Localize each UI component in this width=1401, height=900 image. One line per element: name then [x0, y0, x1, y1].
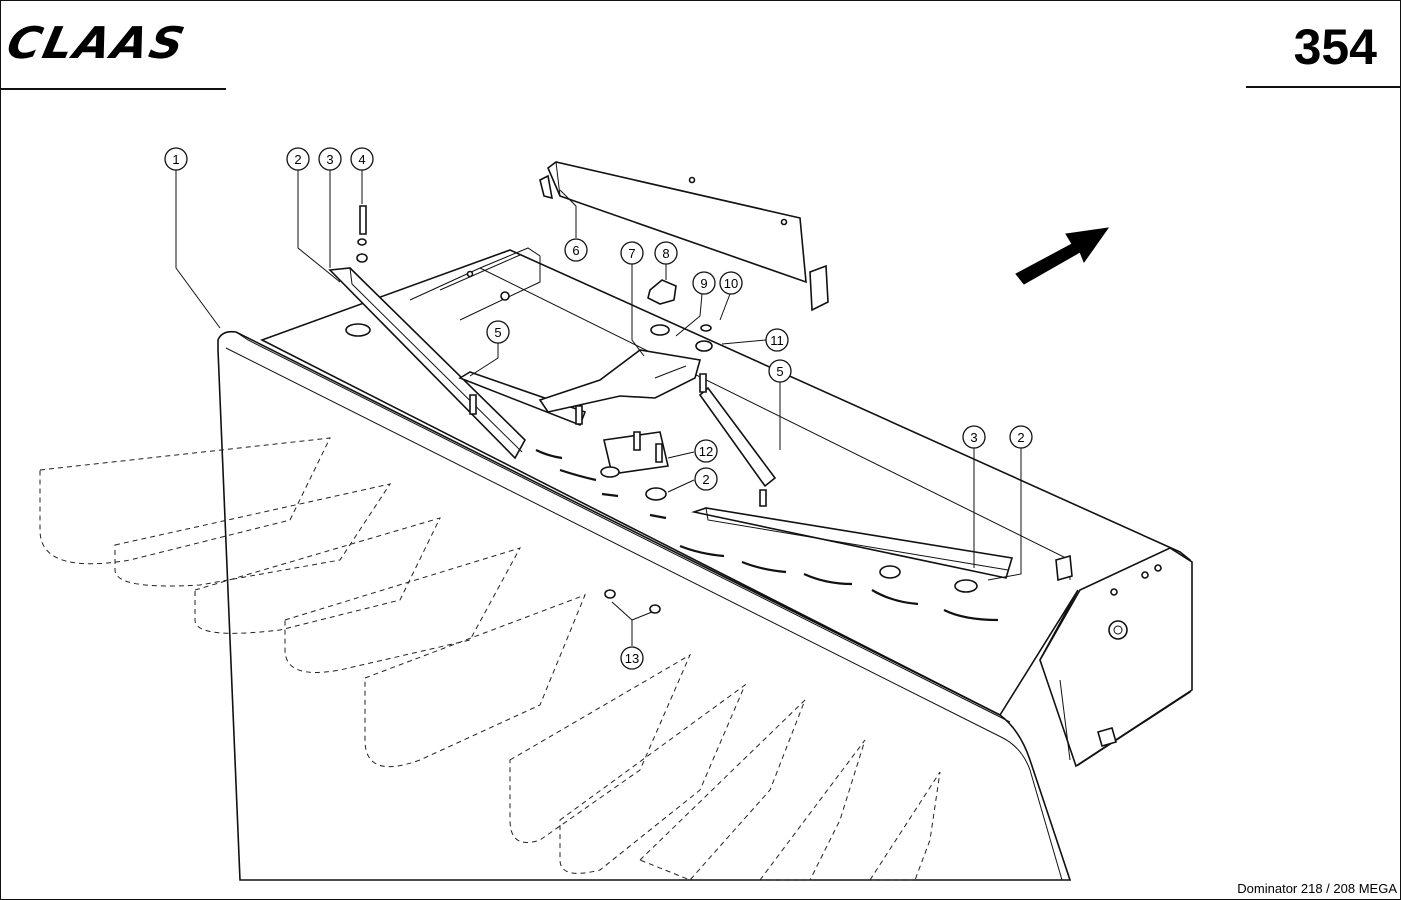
- callout-5-left: 5: [486, 320, 510, 344]
- callout-12: 12: [694, 439, 718, 463]
- svg-text:5: 5: [494, 325, 501, 340]
- chute-housing: [217, 247, 1193, 881]
- svg-text:2: 2: [702, 472, 709, 487]
- svg-text:2: 2: [1017, 430, 1024, 445]
- page-number: 354: [1293, 19, 1377, 75]
- leader-lines: [175, 170, 1022, 646]
- support-strut-left: [458, 371, 587, 427]
- callout-2-center: 2: [694, 467, 718, 491]
- callout-3-right: 3: [962, 425, 986, 449]
- page-number-underline: [1246, 86, 1401, 88]
- adjusting-bracket: [538, 349, 702, 413]
- svg-text:3: 3: [326, 152, 333, 167]
- svg-text:2: 2: [294, 152, 301, 167]
- top-cover: [539, 161, 829, 312]
- svg-text:12: 12: [699, 444, 713, 459]
- callout-9: 9: [692, 271, 716, 295]
- callout-4: 4: [350, 147, 374, 171]
- svg-text:10: 10: [724, 276, 738, 291]
- callout-5-right: 5: [768, 359, 792, 383]
- svg-text:6: 6: [572, 243, 579, 258]
- model-caption: Dominator 218 / 208 MEGA: [1237, 881, 1397, 896]
- hardware: [345, 176, 1073, 614]
- logo-underline: [0, 88, 226, 90]
- svg-text:9: 9: [700, 276, 707, 291]
- callout-1: 1: [164, 147, 188, 171]
- callout-2-left: 2: [286, 147, 310, 171]
- callout-7: 7: [620, 241, 644, 265]
- angle-strip-right: [690, 507, 1014, 579]
- svg-text:3: 3: [970, 430, 977, 445]
- callout-8: 8: [654, 241, 678, 265]
- callout-2-right: 2: [1009, 425, 1033, 449]
- callout-6: 6: [564, 238, 588, 262]
- svg-text:4: 4: [358, 152, 365, 167]
- callout-3-left: 3: [318, 147, 342, 171]
- arrow-right-up-icon: [1015, 227, 1110, 285]
- svg-text:13: 13: [625, 651, 639, 666]
- deflector-flaps: [39, 437, 941, 881]
- callout-13: 13: [620, 646, 644, 670]
- callout-11: 11: [765, 328, 789, 352]
- svg-text:8: 8: [662, 246, 669, 261]
- floor-slots: [535, 449, 999, 622]
- svg-text:7: 7: [628, 246, 635, 261]
- callout-10: 10: [719, 271, 743, 295]
- svg-text:11: 11: [770, 333, 784, 348]
- svg-text:5: 5: [776, 364, 783, 379]
- svg-text:1: 1: [172, 152, 179, 167]
